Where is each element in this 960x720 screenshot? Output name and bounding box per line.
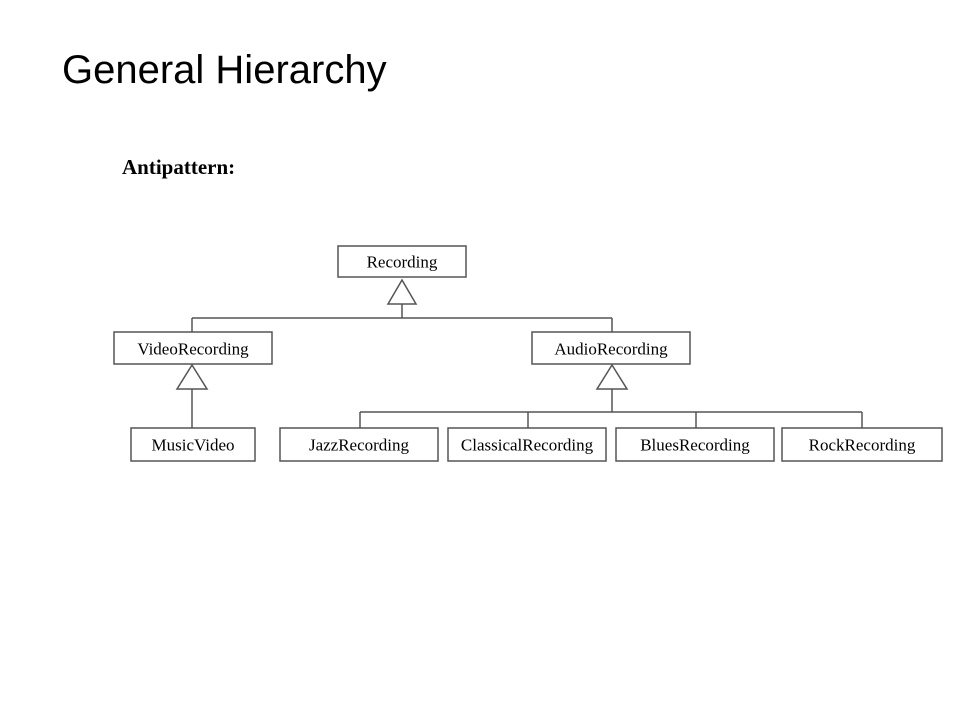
class-box-video-recording [113, 331, 273, 365]
class-box-classical-recording [447, 427, 607, 462]
class-label-jazz-recording: JazzRecording [309, 436, 410, 455]
class-label-audio-recording: AudioRecording [554, 340, 668, 359]
page-title: General Hierarchy [62, 48, 387, 92]
class-label-music-video: MusicVideo [151, 436, 234, 455]
class-label-rock-recording: RockRecording [809, 436, 916, 455]
generalization-arrow-icon [175, 363, 209, 390]
class-box-rock-recording [781, 427, 943, 462]
class-box-jazz-recording [279, 427, 439, 462]
class-box-audio-recording [531, 331, 691, 365]
class-box-blues-recording [615, 427, 775, 462]
class-box-recording [337, 245, 467, 278]
class-label-classical-recording: ClassicalRecording [461, 436, 594, 455]
generalization-arrow-icon [595, 363, 629, 390]
class-label-video-recording: VideoRecording [137, 340, 249, 359]
generalization-arrow-icon [386, 278, 418, 305]
class-box-music-video [130, 427, 256, 462]
subtitle: Antipattern: [122, 155, 236, 179]
class-label-blues-recording: BluesRecording [640, 436, 750, 455]
connector-lines [191, 304, 863, 428]
class-label-recording: Recording [367, 253, 438, 272]
